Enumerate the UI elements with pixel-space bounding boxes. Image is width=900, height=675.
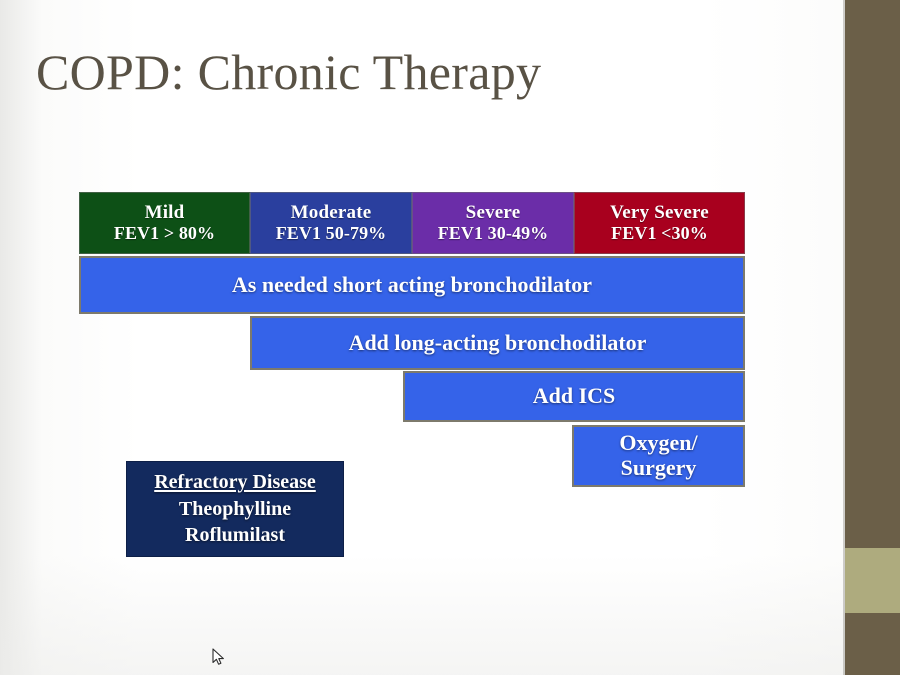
copd-therapy-chart: Mild FEV1 > 80% Moderate FEV1 50-79% Sev… bbox=[79, 192, 745, 557]
therapy-step-label-line2: Surgery bbox=[620, 455, 697, 480]
sidebar-band-accent bbox=[845, 548, 900, 613]
severity-column-very-severe: Very Severe FEV1 <30% bbox=[574, 192, 745, 254]
severity-label: Severe bbox=[465, 202, 521, 224]
refractory-title: Refractory Disease bbox=[154, 471, 316, 494]
severity-label: Moderate bbox=[290, 202, 372, 224]
refractory-drug-theophylline: Theophylline bbox=[178, 497, 292, 520]
severity-fev-value: FEV1 > 80% bbox=[113, 222, 216, 243]
therapy-step-label: As needed short acting bronchodilator bbox=[231, 271, 593, 297]
severity-column-severe: Severe FEV1 30-49% bbox=[412, 192, 574, 254]
mouse-cursor-icon bbox=[212, 648, 224, 665]
severity-column-moderate: Moderate FEV1 50-79% bbox=[250, 192, 412, 254]
refractory-disease-box: Refractory Disease Theophylline Roflumil… bbox=[126, 461, 344, 557]
refractory-drug-roflumilast: Roflumilast bbox=[185, 524, 285, 547]
sidebar-band-bottom bbox=[845, 613, 900, 675]
severity-label: Very Severe bbox=[610, 202, 709, 224]
severity-label: Mild bbox=[144, 202, 185, 224]
therapy-step-short-acting-bronchodilator: As needed short acting bronchodilator bbox=[79, 256, 745, 314]
severity-fev-value: FEV1 50-79% bbox=[275, 222, 387, 243]
sidebar-edge-divider bbox=[843, 0, 845, 675]
decorative-sidebar bbox=[845, 0, 900, 675]
therapy-step-oxygen-surgery: Oxygen/ Surgery bbox=[572, 425, 745, 487]
therapy-step-label: Add ICS bbox=[532, 383, 616, 409]
severity-fev-value: FEV1 30-49% bbox=[437, 222, 549, 243]
severity-fev-value: FEV1 <30% bbox=[611, 222, 708, 243]
page-title: COPD: Chronic Therapy bbox=[36, 44, 542, 100]
sidebar-band-top bbox=[845, 0, 900, 548]
therapy-step-label: Add long-acting bronchodilator bbox=[348, 329, 647, 355]
therapy-step-long-acting-bronchodilator: Add long-acting bronchodilator bbox=[250, 316, 745, 370]
therapy-step-add-ics: Add ICS bbox=[403, 371, 745, 422]
therapy-step-label-line1: Oxygen/ bbox=[619, 430, 698, 456]
severity-column-mild: Mild FEV1 > 80% bbox=[79, 192, 250, 254]
